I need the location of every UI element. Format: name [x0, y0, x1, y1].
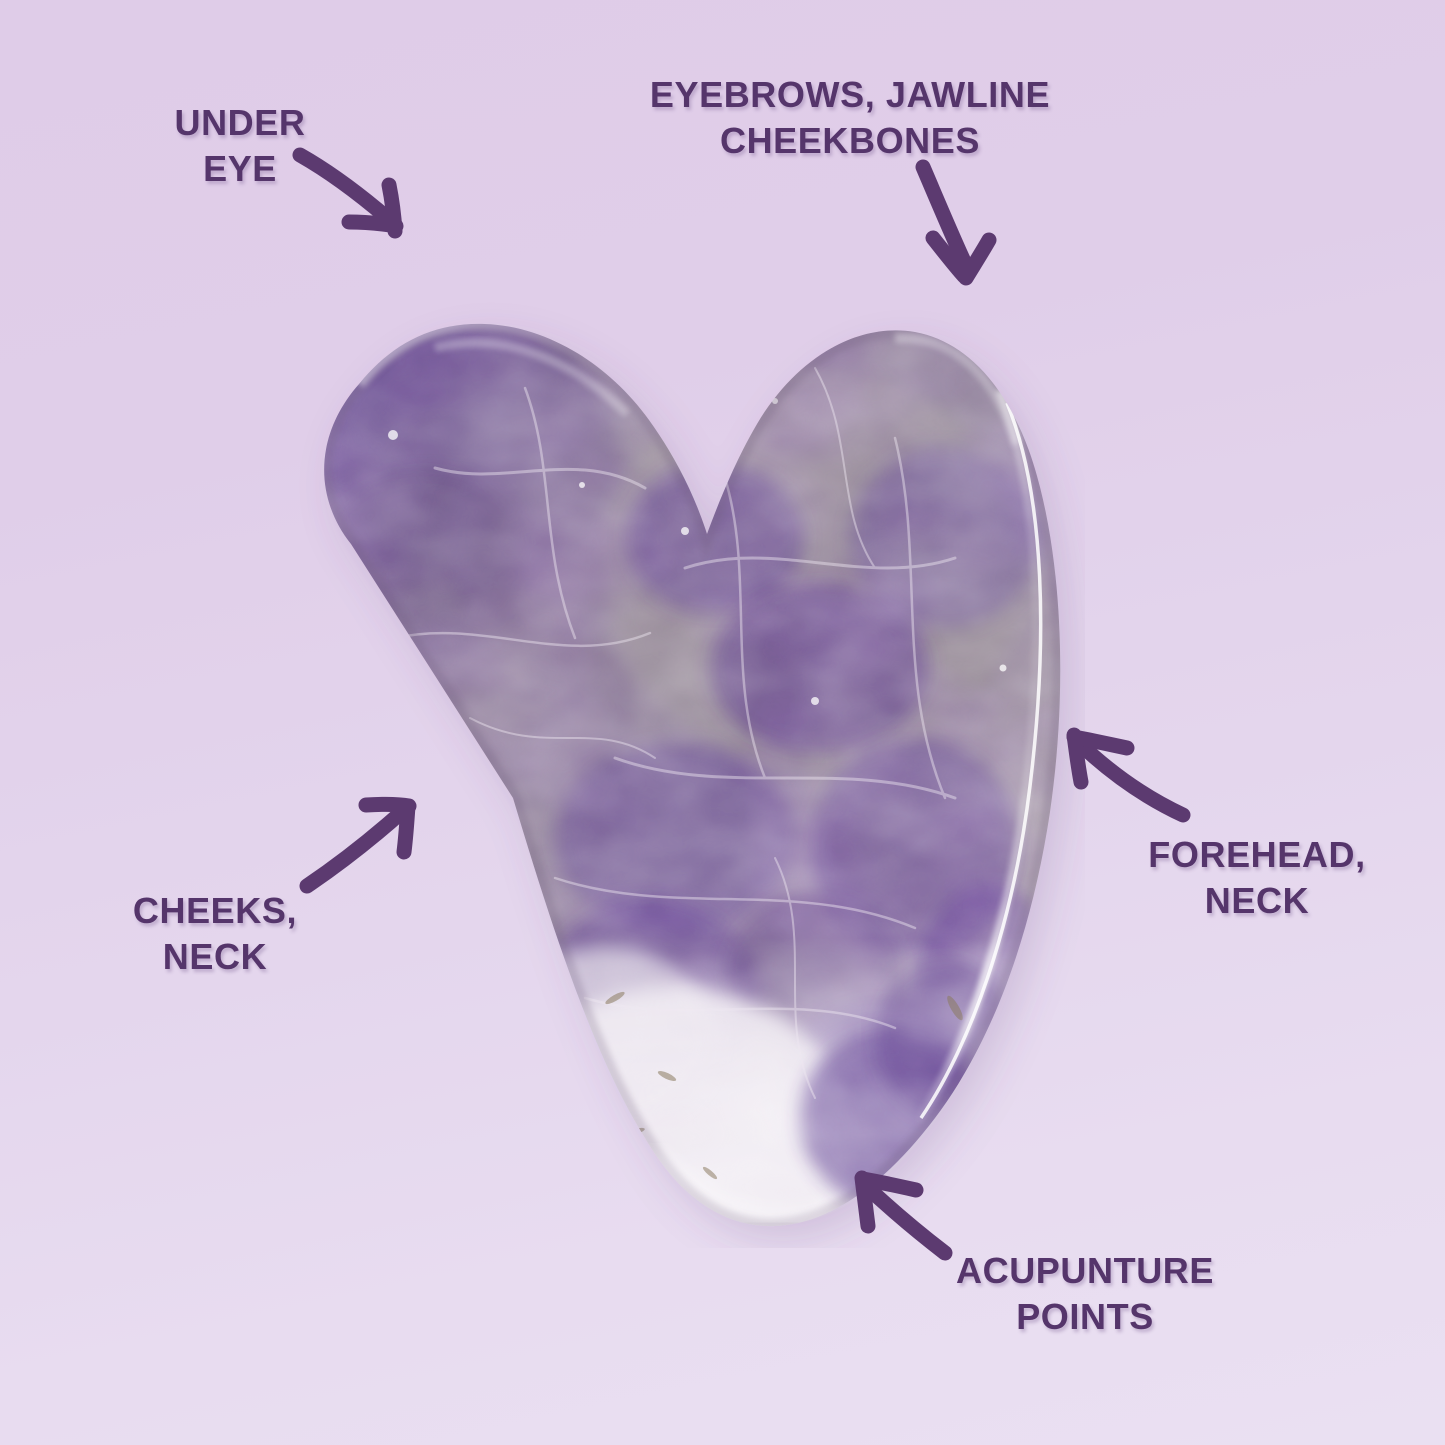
label-under-eye: UNDER EYE — [174, 102, 306, 190]
label-acupunture-points: ACUPUNTURE POINTS — [956, 1250, 1214, 1338]
label-eyebrows-jawline-cheekbones: EYEBROWS, JAWLINE CHEEKBONES — [649, 74, 1051, 162]
label-forehead-neck: FOREHEAD, NECK — [1148, 834, 1366, 922]
gua-sha-stone — [255, 238, 1085, 1248]
arrow-forehead — [1066, 727, 1191, 823]
gua-sha-stone-graphic — [324, 323, 1061, 1227]
label-cheeks-neck: CHEEKS, NECK — [132, 890, 298, 978]
